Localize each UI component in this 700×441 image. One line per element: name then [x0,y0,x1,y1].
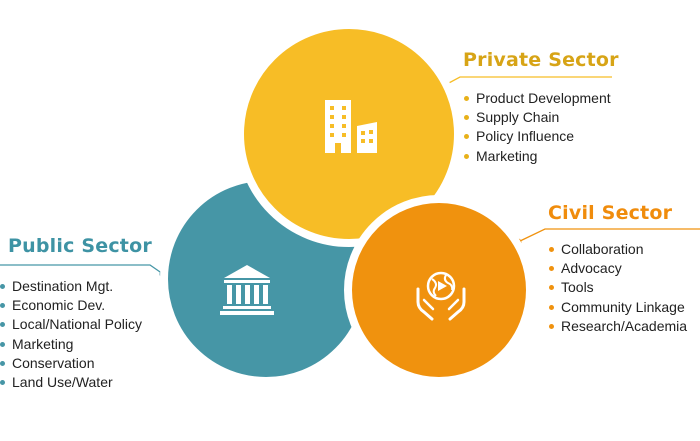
list-item: Tools [549,278,687,297]
list-item: Marketing [0,335,142,354]
private-sector-title: Private Sector [463,49,619,71]
list-item: Marketing [464,147,611,166]
civil-sector-title: Civil Sector [548,202,673,224]
list-item: Community Linkage [549,298,687,317]
public-sector-title: Public Sector [8,235,152,257]
list-item: Collaboration [549,240,687,259]
list-item: Advocacy [549,259,687,278]
list-item: Economic Dev. [0,296,142,315]
list-item: Supply Chain [464,108,611,127]
private-sector-list: Product Development Supply Chain Policy … [464,89,611,166]
globe-hands-icon [416,271,466,321]
list-item: Product Development [464,89,611,108]
list-item: Policy Influence [464,127,611,146]
civil-connector [517,228,700,243]
government-building-icon [220,265,274,315]
list-item: Research/Academia [549,317,687,336]
building-icon [325,100,377,153]
list-item: Land Use/Water [0,373,142,392]
list-item: Local/National Policy [0,315,142,334]
list-item: Conservation [0,354,142,373]
public-sector-list: Destination Mgt. Economic Dev. Local/Nat… [0,277,142,392]
public-connector [0,264,164,275]
civil-sector-list: Collaboration Advocacy Tools Community L… [549,240,687,336]
list-item: Destination Mgt. [0,277,142,296]
